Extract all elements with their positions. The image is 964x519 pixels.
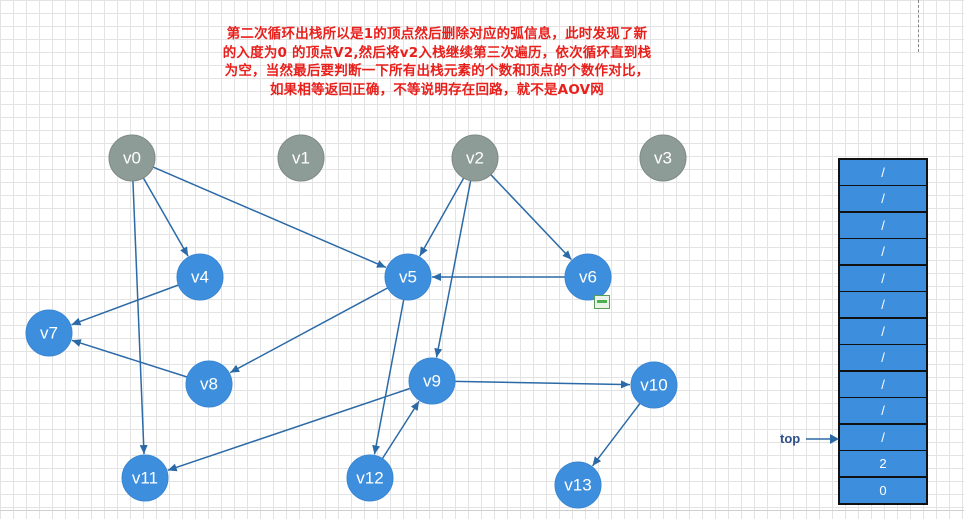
bottom-divider	[0, 510, 964, 511]
edge-v2-v6	[490, 174, 573, 261]
edge-v8-v7	[71, 339, 188, 378]
edge-v5-v12	[372, 299, 405, 455]
node-label: v0	[123, 149, 141, 168]
stack-cell: /	[840, 186, 926, 212]
stack-cell: /	[840, 398, 926, 424]
edges-layer	[71, 166, 641, 472]
edge-v9-v10	[454, 380, 631, 389]
node-label: v2	[466, 149, 484, 168]
node-label: v7	[40, 324, 58, 343]
node-label: v10	[640, 376, 667, 395]
scroll-indicator	[918, 0, 927, 52]
node-v10[interactable]: v10	[630, 361, 678, 409]
stack-cell: 2	[840, 451, 926, 477]
edge-v0-v11	[132, 180, 148, 455]
node-circle	[185, 360, 233, 408]
node-v12[interactable]: v12	[346, 454, 394, 502]
node-v9[interactable]: v9	[408, 357, 456, 405]
stack-cell: /	[840, 160, 926, 185]
node-circle	[384, 253, 432, 301]
node-v11[interactable]: v11	[121, 454, 169, 502]
node-circle	[346, 454, 394, 502]
stack-cell: /	[840, 239, 926, 265]
node-circle	[639, 134, 687, 182]
node-circle	[176, 253, 224, 301]
annotation-text: 第二次循环出栈所以是1的顶点然后删除对应的弧信息，此时发现了新的入度为0 的顶点…	[222, 26, 652, 98]
node-circle	[451, 134, 499, 182]
node-v7[interactable]: v7	[25, 309, 73, 357]
node-circle	[25, 309, 73, 357]
stack-cell: /	[840, 424, 926, 450]
node-label: v12	[356, 469, 383, 488]
node-circle	[630, 361, 678, 409]
edge-v9-v11	[167, 387, 411, 472]
stack-cell: /	[840, 212, 926, 238]
stack-cell: /	[840, 371, 926, 397]
node-circle	[554, 461, 602, 509]
edit-icon[interactable]	[594, 295, 610, 309]
node-label: v5	[399, 268, 417, 287]
top-pointer-arrow-icon	[806, 434, 839, 444]
edge-v5-v8	[229, 287, 389, 374]
node-v4[interactable]: v4	[176, 253, 224, 301]
node-v8[interactable]: v8	[185, 360, 233, 408]
node-v2[interactable]: v2	[451, 134, 499, 182]
top-pointer-label: top	[780, 431, 801, 446]
edge-v2-v9	[434, 180, 472, 358]
edge-v10-v13	[591, 402, 641, 467]
edge-v0-v5	[152, 166, 387, 269]
stack-cell: /	[840, 345, 926, 371]
stack-cell: 0	[840, 477, 926, 503]
node-v1[interactable]: v1	[277, 134, 325, 182]
node-circle	[564, 253, 612, 301]
node-label: v1	[292, 149, 310, 168]
edge-v2-v5	[419, 177, 465, 257]
node-v5[interactable]: v5	[384, 253, 432, 301]
node-v3[interactable]: v3	[639, 134, 687, 182]
nodes-layer: v0 v1 v2 v3 v4 v5 v6 v7 v8 v9 v10 v11 v12 v13	[25, 134, 687, 509]
node-circle	[408, 357, 456, 405]
node-label: v4	[191, 268, 209, 287]
node-circle	[108, 134, 156, 182]
node-label: v13	[564, 476, 591, 495]
node-v0[interactable]: v0	[108, 134, 156, 182]
edge-v0-v4	[142, 177, 189, 257]
node-label: v11	[132, 469, 158, 488]
edge-v4-v7	[71, 284, 179, 326]
stack-cell: /	[840, 318, 926, 344]
node-label: v3	[654, 149, 672, 168]
edge-v12-v9	[381, 400, 420, 460]
node-v6[interactable]: v6	[564, 253, 612, 301]
node-label: v6	[579, 268, 597, 287]
node-circle	[277, 134, 325, 182]
node-label: v8	[200, 375, 218, 394]
node-label: v9	[423, 372, 441, 391]
node-v13[interactable]: v13	[554, 461, 602, 509]
stack-cell: /	[840, 265, 926, 291]
stack-cell: /	[840, 292, 926, 318]
node-circle	[121, 454, 169, 502]
